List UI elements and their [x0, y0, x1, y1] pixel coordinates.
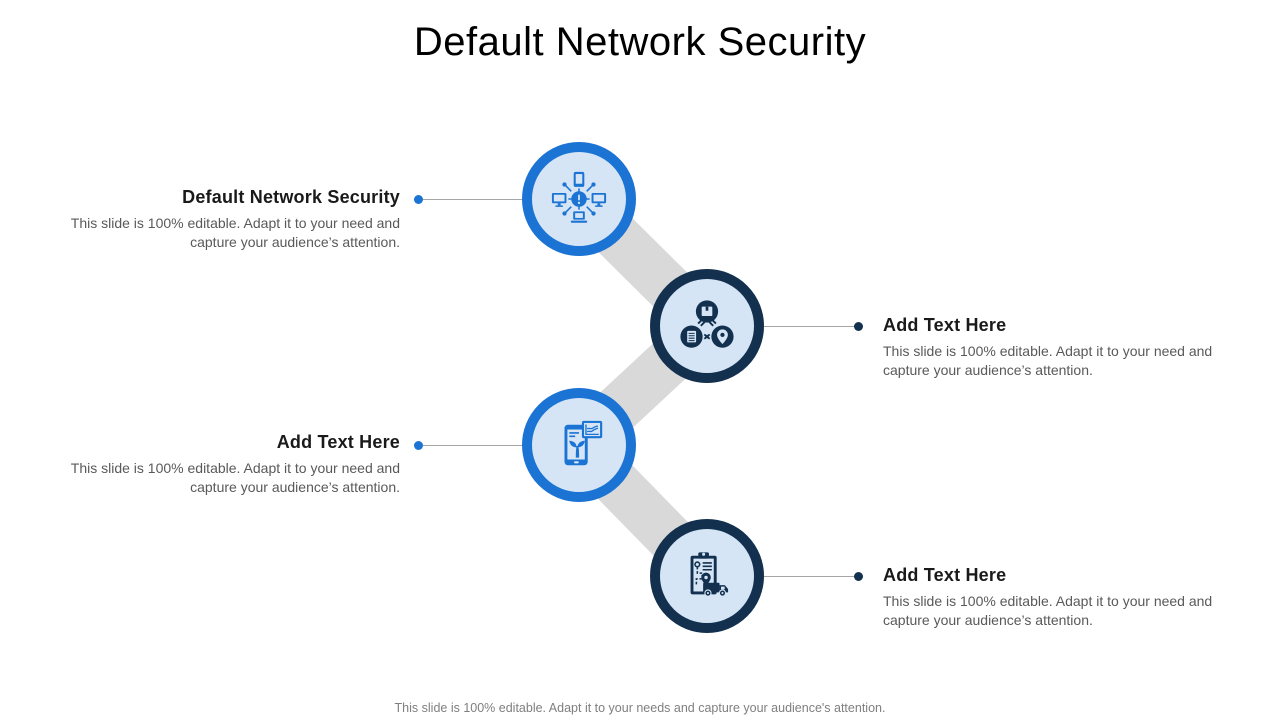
slide-footer-note: This slide is 100% editable. Adapt it to…	[394, 701, 886, 715]
node-circle-1	[522, 142, 636, 256]
delivery-tracking-clipboard-icon	[678, 547, 736, 605]
connector-line-4	[764, 576, 856, 577]
item-body: This slide is 100% editable. Adapt it to…	[883, 593, 1213, 628]
connector-line-1	[423, 199, 523, 200]
node-circle-2	[650, 269, 764, 383]
item-body: This slide is 100% editable. Adapt it to…	[883, 343, 1213, 378]
item-body: This slide is 100% editable. Adapt it to…	[70, 460, 400, 495]
item-heading: Default Network Security	[182, 187, 400, 207]
connector-line-2	[764, 326, 856, 327]
connector-dot-3	[414, 441, 423, 450]
node-circle-3	[522, 388, 636, 502]
connector-dot-4	[854, 572, 863, 581]
node-circle-4	[650, 519, 764, 633]
supply-chain-triangle-icon	[678, 297, 736, 355]
item-body: This slide is 100% editable. Adapt it to…	[70, 215, 400, 250]
slide-title: Default Network Security	[413, 20, 867, 64]
network-devices-alert-icon	[550, 170, 608, 228]
connector-dot-2	[854, 322, 863, 331]
text-block-1: Default Network Security This slide is 1…	[42, 187, 400, 252]
item-heading: Add Text Here	[276, 432, 400, 452]
connector-dot-1	[414, 195, 423, 204]
item-heading: Add Text Here	[883, 315, 1007, 335]
text-block-4: Add Text Here This slide is 100% editabl…	[883, 565, 1241, 630]
text-block-3: Add Text Here This slide is 100% editabl…	[42, 432, 400, 497]
item-heading: Add Text Here	[883, 565, 1007, 585]
mobile-growth-chart-icon	[550, 416, 608, 474]
text-block-2: Add Text Here This slide is 100% editabl…	[883, 315, 1241, 380]
connector-line-3	[423, 445, 523, 446]
